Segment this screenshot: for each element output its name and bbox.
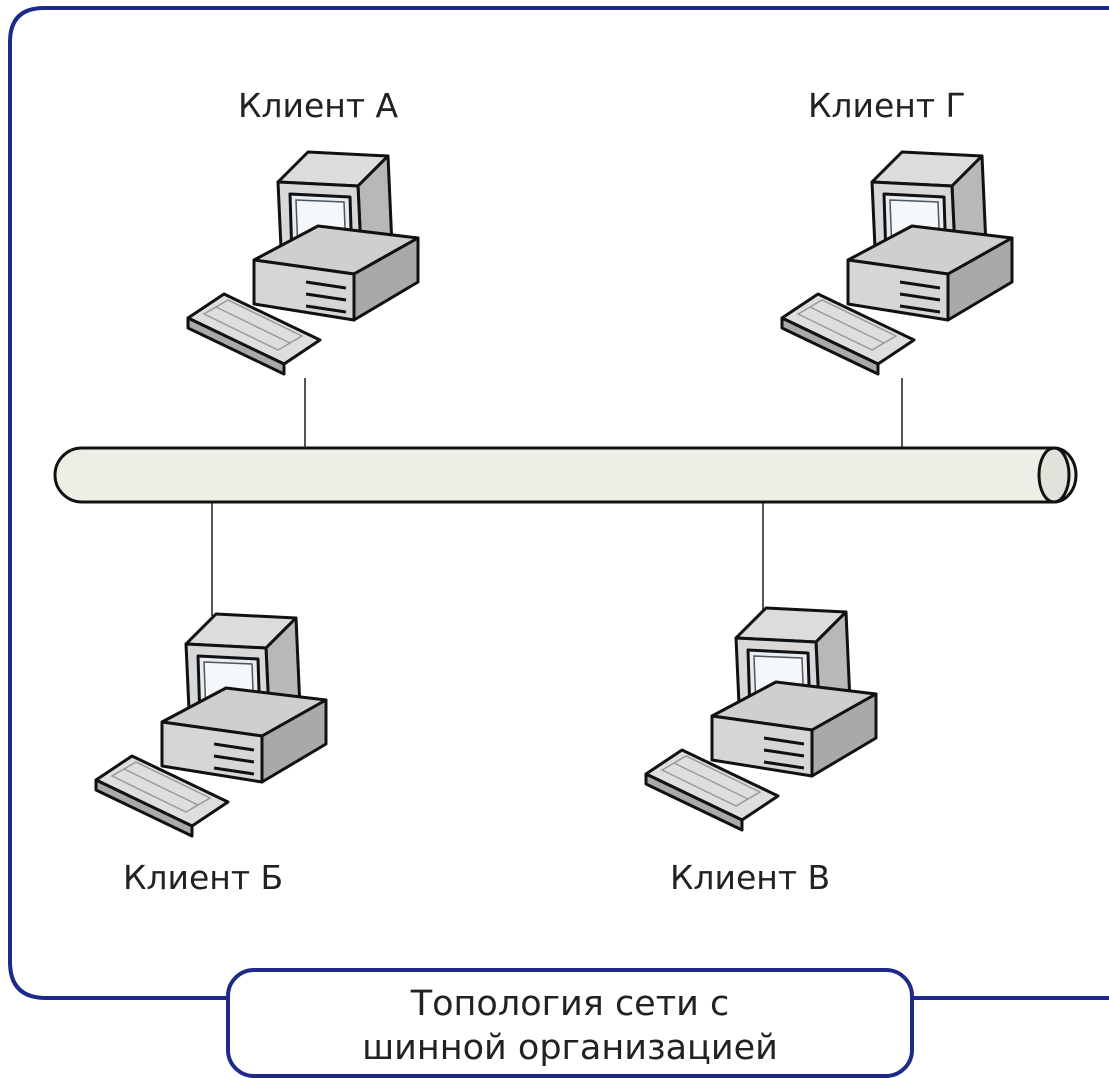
computer-client-g-icon (780, 150, 1014, 376)
computer-client-v-icon (644, 606, 878, 832)
computer-client-a-icon (186, 150, 420, 376)
caption-box: Топология сети с шинной организацией (226, 968, 914, 1078)
outer-frame (8, 6, 1109, 1000)
client-g-label: Клиент Г (808, 86, 966, 125)
client-b-label: Клиент Б (123, 858, 284, 897)
bus-topology-diagram (8, 6, 1109, 1000)
client-v-label: Клиент В (670, 858, 831, 897)
caption-line-1: Топология сети с (410, 984, 730, 1024)
client-a-label: Клиент А (238, 86, 399, 125)
caption-line-2: шинной организацией (362, 1028, 778, 1068)
bus-cable (53, 446, 1078, 504)
computer-client-b-icon (94, 612, 328, 838)
